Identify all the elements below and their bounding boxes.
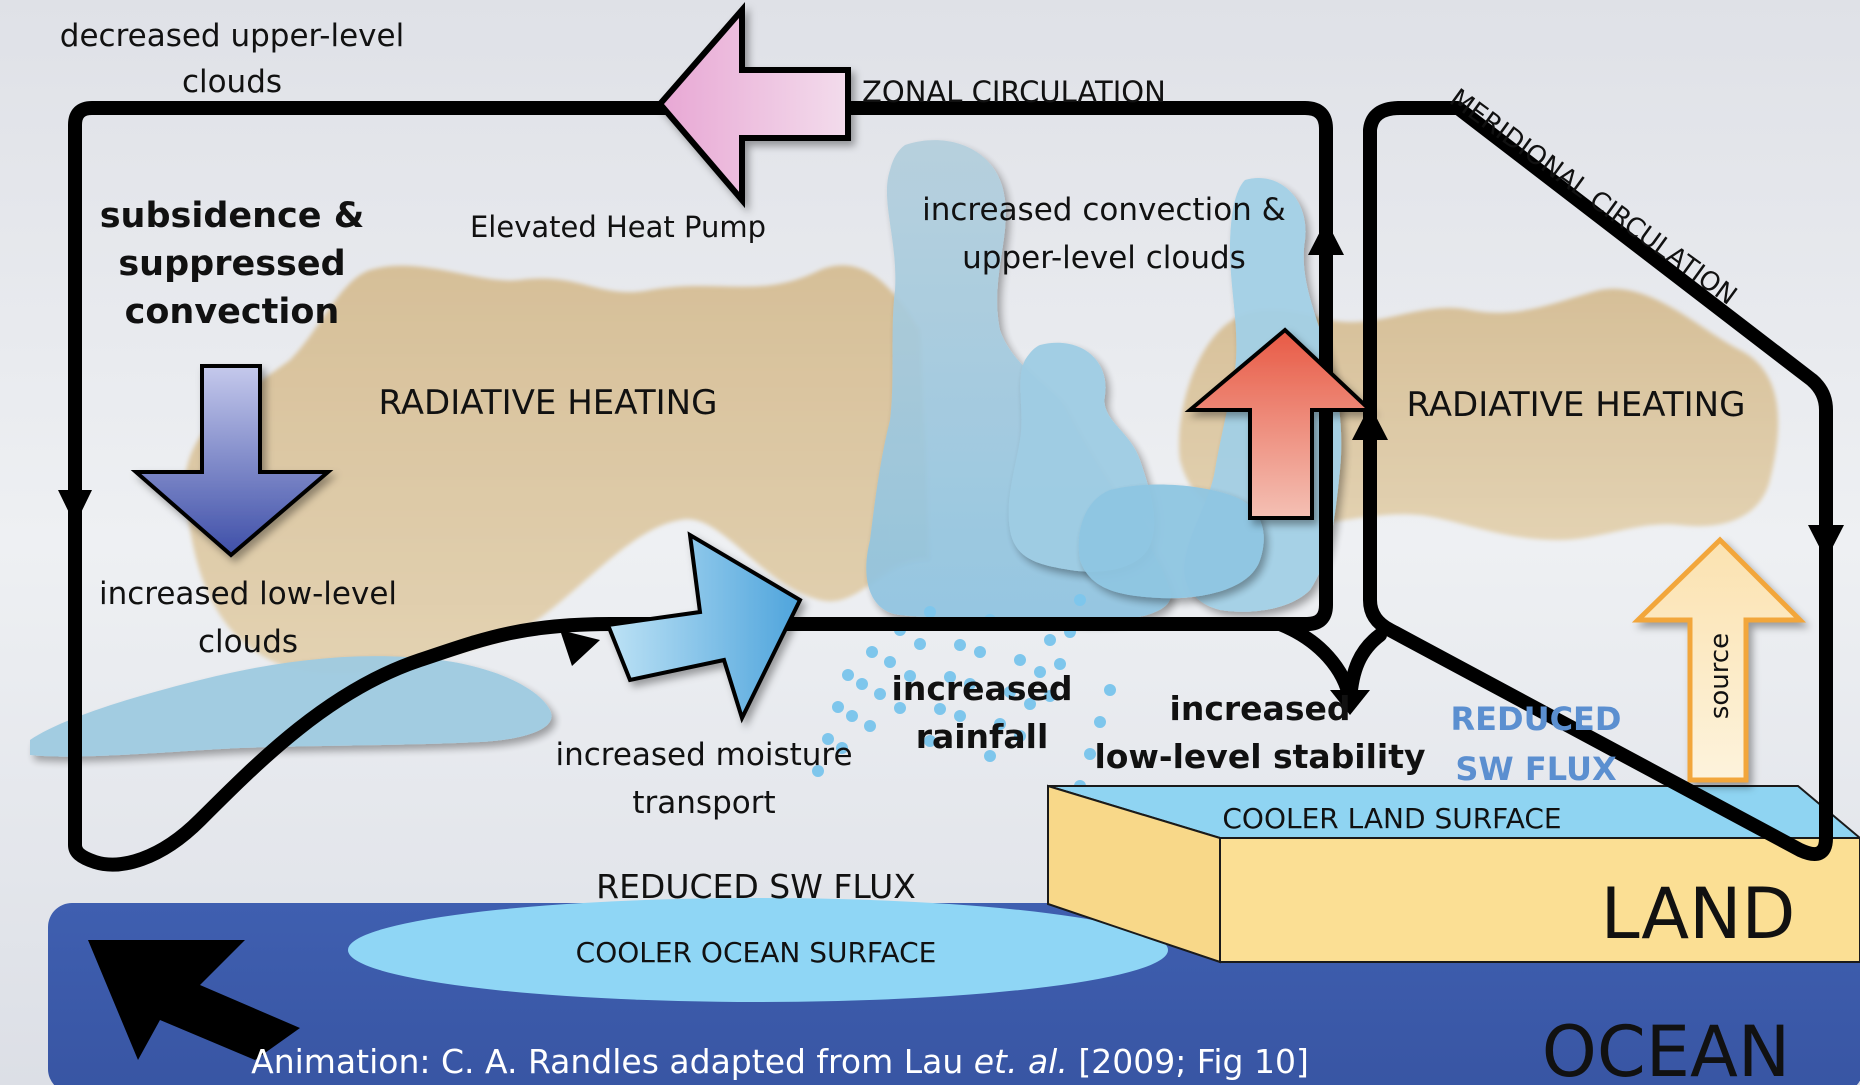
reduced-sw-land-label-1: REDUCED (1451, 700, 1622, 738)
cooler-land-label: COOLER LAND SURFACE (1222, 802, 1561, 835)
rain-drop (812, 765, 824, 777)
low-clouds-label-1: increased low-level (99, 576, 397, 612)
loop-arrowhead-converge (1330, 690, 1370, 715)
decreased-clouds-label-1: decreased upper-level (60, 18, 404, 54)
rain-drop (866, 646, 878, 658)
increased-convection-label-2: upper-level clouds (962, 240, 1246, 276)
rain-drop (842, 669, 854, 681)
source-label: source (1705, 633, 1735, 719)
rain-drop (1024, 698, 1036, 710)
rain-drop (964, 678, 976, 690)
subsidence-arrow (130, 364, 334, 558)
subsidence-label-1: subsidence & (100, 196, 365, 236)
stability-label-1: increased (1170, 689, 1351, 728)
caption-prefix: Animation: C. A. Randles adapted from La… (251, 1042, 974, 1081)
rainfall-drops (812, 594, 1116, 792)
cooler-ocean-label: COOLER OCEAN SURFACE (576, 936, 937, 969)
subsidence-label-2: suppressed (118, 244, 345, 284)
rain-drop (934, 703, 946, 715)
caption-italic: et. al. (974, 1042, 1068, 1081)
reduced-sw-ocean-label: REDUCED SW FLUX (596, 867, 916, 906)
loop-arrowhead-down-left (58, 490, 92, 525)
rain-drop (1044, 690, 1056, 702)
rainfall-label-2: rainfall (916, 717, 1049, 756)
rain-drop (832, 701, 844, 713)
advance-arrow (88, 940, 300, 1060)
rain-drop (864, 720, 876, 732)
rain-drop (1094, 716, 1106, 728)
rain-drop (874, 688, 886, 700)
rain-drop (954, 639, 966, 651)
rain-drop (1014, 654, 1026, 666)
radiative-heating-right-label: RADIATIVE HEATING (1407, 385, 1746, 425)
rain-drop (894, 702, 906, 714)
rain-drop (822, 733, 834, 745)
source-arrow (1631, 536, 1807, 783)
aerosol-layer-left (185, 265, 930, 674)
rain-drop (856, 678, 868, 690)
rain-drop (1014, 730, 1026, 742)
convection-heating-arrow (1184, 327, 1376, 520)
rain-drop (924, 735, 936, 747)
cooler-ocean-surface (348, 898, 1168, 1002)
rain-drop (994, 718, 1006, 730)
caption: Animation: C. A. Randles adapted from La… (251, 1042, 1309, 1081)
rain-drop (884, 656, 896, 668)
upper-zonal-arrow (656, 1, 851, 209)
radiative-heating-left-label: RADIATIVE HEATING (379, 383, 718, 423)
rain-drop (846, 710, 858, 722)
rain-drop (1054, 658, 1066, 670)
convective-cloud-base (1078, 484, 1264, 599)
land-front (1219, 837, 1860, 963)
stability-label-2: low-level stability (1094, 737, 1425, 776)
reduced-sw-land-label-2: SW FLUX (1455, 750, 1617, 788)
low-clouds-label-2: clouds (198, 624, 298, 660)
loop-arrowhead-up-center (1308, 220, 1344, 255)
rain-drop (1104, 684, 1116, 696)
low-level-cloud (30, 656, 552, 757)
rain-drop (924, 606, 936, 618)
loop-arrowhead-up-right (1352, 405, 1388, 440)
land-label: LAND (1601, 873, 1796, 955)
elevated-heat-pump-label: Elevated Heat Pump (470, 210, 766, 244)
rain-drop (974, 646, 986, 658)
increased-convection-label-1: increased convection & (922, 192, 1286, 228)
rainfall-label-1: increased (892, 669, 1073, 708)
decreased-clouds-label-2: clouds (182, 64, 282, 100)
rain-drop (984, 750, 996, 762)
rain-drop (1074, 594, 1086, 606)
subsidence-label-3: convection (125, 292, 340, 332)
zonal-circulation-label: ZONAL CIRCULATION (862, 75, 1166, 109)
rain-drop (1034, 666, 1046, 678)
rain-drop (1004, 686, 1016, 698)
moisture-label-1: increased moisture (555, 737, 852, 773)
rain-drop (944, 671, 956, 683)
moisture-label-2: transport (632, 785, 775, 821)
rain-drop (836, 742, 848, 754)
loop-arrowhead-down-right (1808, 525, 1844, 560)
rain-drop (1044, 634, 1056, 646)
rain-drop (954, 710, 966, 722)
rain-drop (904, 670, 916, 682)
rain-drop (914, 638, 926, 650)
rain-drop (1084, 748, 1096, 760)
loop-arrowhead-moisture (560, 630, 600, 666)
caption-suffix: [2009; Fig 10] (1068, 1042, 1309, 1081)
moisture-transport-arrow (605, 531, 803, 724)
ocean-label: OCEAN (1542, 1011, 1790, 1085)
